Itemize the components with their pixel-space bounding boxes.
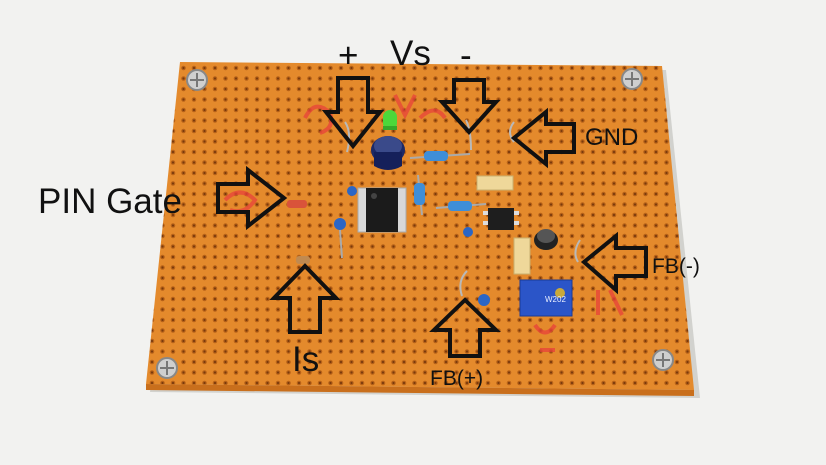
- resistor-left: [287, 200, 307, 208]
- film-capacitor-top: [476, 175, 514, 191]
- arrow-minus-down: [437, 78, 501, 135]
- resistor-mid-vertical: [414, 174, 425, 216]
- arrow-gnd-left: [510, 107, 576, 169]
- ceramic-capacitor-right: [463, 227, 473, 237]
- ceramic-capacitor-bottom: [478, 294, 490, 306]
- label-vs: Vs: [390, 34, 431, 73]
- resistor-mid-horizontal: [435, 201, 487, 211]
- label-is: Is: [292, 340, 320, 379]
- trimmer-marking: W202: [545, 295, 566, 304]
- callout-arrows: [216, 76, 648, 358]
- label-fb-plus: FB(+): [430, 367, 484, 390]
- board-edge: [146, 384, 694, 396]
- label-pin-gate: PIN Gate: [38, 182, 182, 221]
- capacitor-small-black: [534, 229, 558, 250]
- label-fb-minus: FB(-): [652, 255, 700, 278]
- electrolytic-capacitor: [371, 136, 405, 170]
- small-chip: [483, 208, 519, 230]
- arrow-fb-minus-left: [580, 231, 648, 295]
- film-capacitor-right: [513, 237, 531, 275]
- resistor-top: [409, 151, 471, 161]
- resistor-bottom-left: [296, 256, 310, 264]
- ceramic-capacitor-left: [334, 218, 346, 259]
- arrow-fb-plus-up: [429, 297, 501, 358]
- label-minus: -: [460, 36, 472, 75]
- perfboard-holes: [146, 62, 694, 390]
- label-plus: +: [338, 36, 359, 75]
- screw-top-right: [621, 68, 643, 90]
- trimmer-potentiometer: W202: [519, 279, 573, 317]
- arrow-pin-gate-right: [216, 165, 288, 231]
- arrow-is-up: [269, 263, 341, 334]
- label-gnd: GND: [585, 124, 639, 151]
- dip8-ic: [357, 187, 407, 233]
- screw-top-left: [186, 69, 208, 91]
- green-led: [383, 110, 397, 130]
- screw-bottom-right: [652, 349, 674, 371]
- arrow-plus-down: [321, 76, 385, 150]
- screw-bottom-left: [156, 357, 178, 379]
- ceramic-capacitor-mid: [347, 186, 357, 196]
